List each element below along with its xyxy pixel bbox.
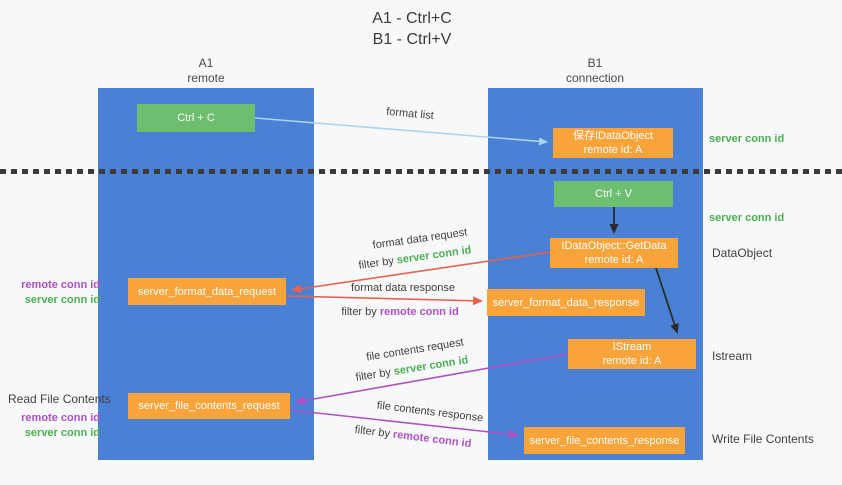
remote-conn-id-key: remote conn id (379, 306, 459, 318)
server-format-data-request-box: server_format_data_request (128, 278, 286, 305)
getdata-line2: remote id: A (584, 254, 644, 266)
idataobject-getdata-box: IDataObject::GetData remote id: A (550, 238, 678, 268)
istream-annotation: Istream (712, 349, 753, 363)
conn-id-annotation-group-2: remote conn id server conn id (10, 411, 100, 441)
ctrl-c-label: Ctrl + C (177, 112, 215, 124)
lifeline-b1-id: B1 (587, 56, 603, 70)
save-idataobject-box: 保存IDataObject remote id: A (553, 128, 673, 158)
format-data-response-label: format data response (351, 282, 455, 294)
remote-conn-id-annotation-2: remote conn id (21, 412, 100, 424)
filter-by-remote-conn-id-label-1: filter by remote conn id (320, 306, 480, 318)
server-file-contents-request-box: server_file_contents_request (128, 393, 290, 419)
filter-prefix: filter by (354, 423, 394, 441)
filter-prefix: filter by (357, 254, 398, 272)
filter-prefix: filter by (354, 365, 395, 384)
title-line-b1: B1 - Ctrl+V (372, 31, 452, 48)
read-file-contents-annotation: Read File Contents (8, 392, 111, 406)
server-format-data-response-label: server_format_data_response (492, 296, 640, 309)
lifeline-a1-role: remote (187, 71, 225, 85)
server-format-data-request-label: server_format_data_request (137, 285, 277, 298)
format-list-label: format list (385, 105, 435, 123)
write-file-contents-annotation: Write File Contents (712, 432, 814, 446)
server-conn-id-annotation-1: server conn id (709, 133, 785, 145)
phase-separator-dotted-line (0, 169, 842, 174)
ctrl-c-box: Ctrl + C (137, 104, 255, 132)
ctrl-v-label: Ctrl + V (595, 188, 632, 200)
server-file-contents-response-box: server_file_contents_response (524, 427, 685, 454)
ctrl-v-box: Ctrl + V (554, 181, 673, 207)
istream-line1: IStream (612, 341, 652, 353)
remote-conn-id-annotation-1: remote conn id (21, 279, 100, 291)
lifeline-header-a1: A1 remote (146, 56, 266, 86)
istream-line2: remote id: A (602, 355, 662, 367)
save-idataobject-line1: 保存IDataObject (572, 130, 654, 142)
filter-prefix: filter by (341, 306, 380, 318)
title-line-a1: A1 - Ctrl+C (372, 10, 452, 27)
server-conn-id-annotation-4: server conn id (24, 427, 100, 439)
format-data-response-arrow (285, 295, 483, 306)
diagram-title: A1 - Ctrl+C B1 - Ctrl+V (312, 8, 512, 50)
save-idataobject-line2: remote id: A (583, 144, 643, 156)
lifeline-a1-id: A1 (198, 56, 214, 70)
server-conn-id-annotation-3: server conn id (24, 294, 100, 306)
server-conn-id-annotation-2: server conn id (709, 212, 785, 224)
file-contents-response-label: file contents response (376, 399, 484, 425)
filter-by-remote-conn-id-label-2: filter by remote conn id (333, 421, 493, 452)
dataobject-annotation: DataObject (712, 246, 773, 260)
conn-id-annotation-group-1: remote conn id server conn id (10, 278, 100, 308)
server-format-data-response-box: server_format_data_response (487, 289, 645, 316)
lifeline-header-b1: B1 connection (535, 56, 655, 86)
istream-box: IStream remote id: A (568, 339, 696, 369)
remote-conn-id-key: remote conn id (392, 428, 472, 451)
server-file-contents-response-label: server_file_contents_response (529, 434, 680, 447)
lifeline-b1-role: connection (565, 71, 625, 85)
getdata-line1: IDataObject::GetData (561, 240, 667, 252)
server-conn-id-key: server conn id (395, 244, 473, 267)
server-file-contents-request-label: server_file_contents_request (138, 400, 280, 412)
